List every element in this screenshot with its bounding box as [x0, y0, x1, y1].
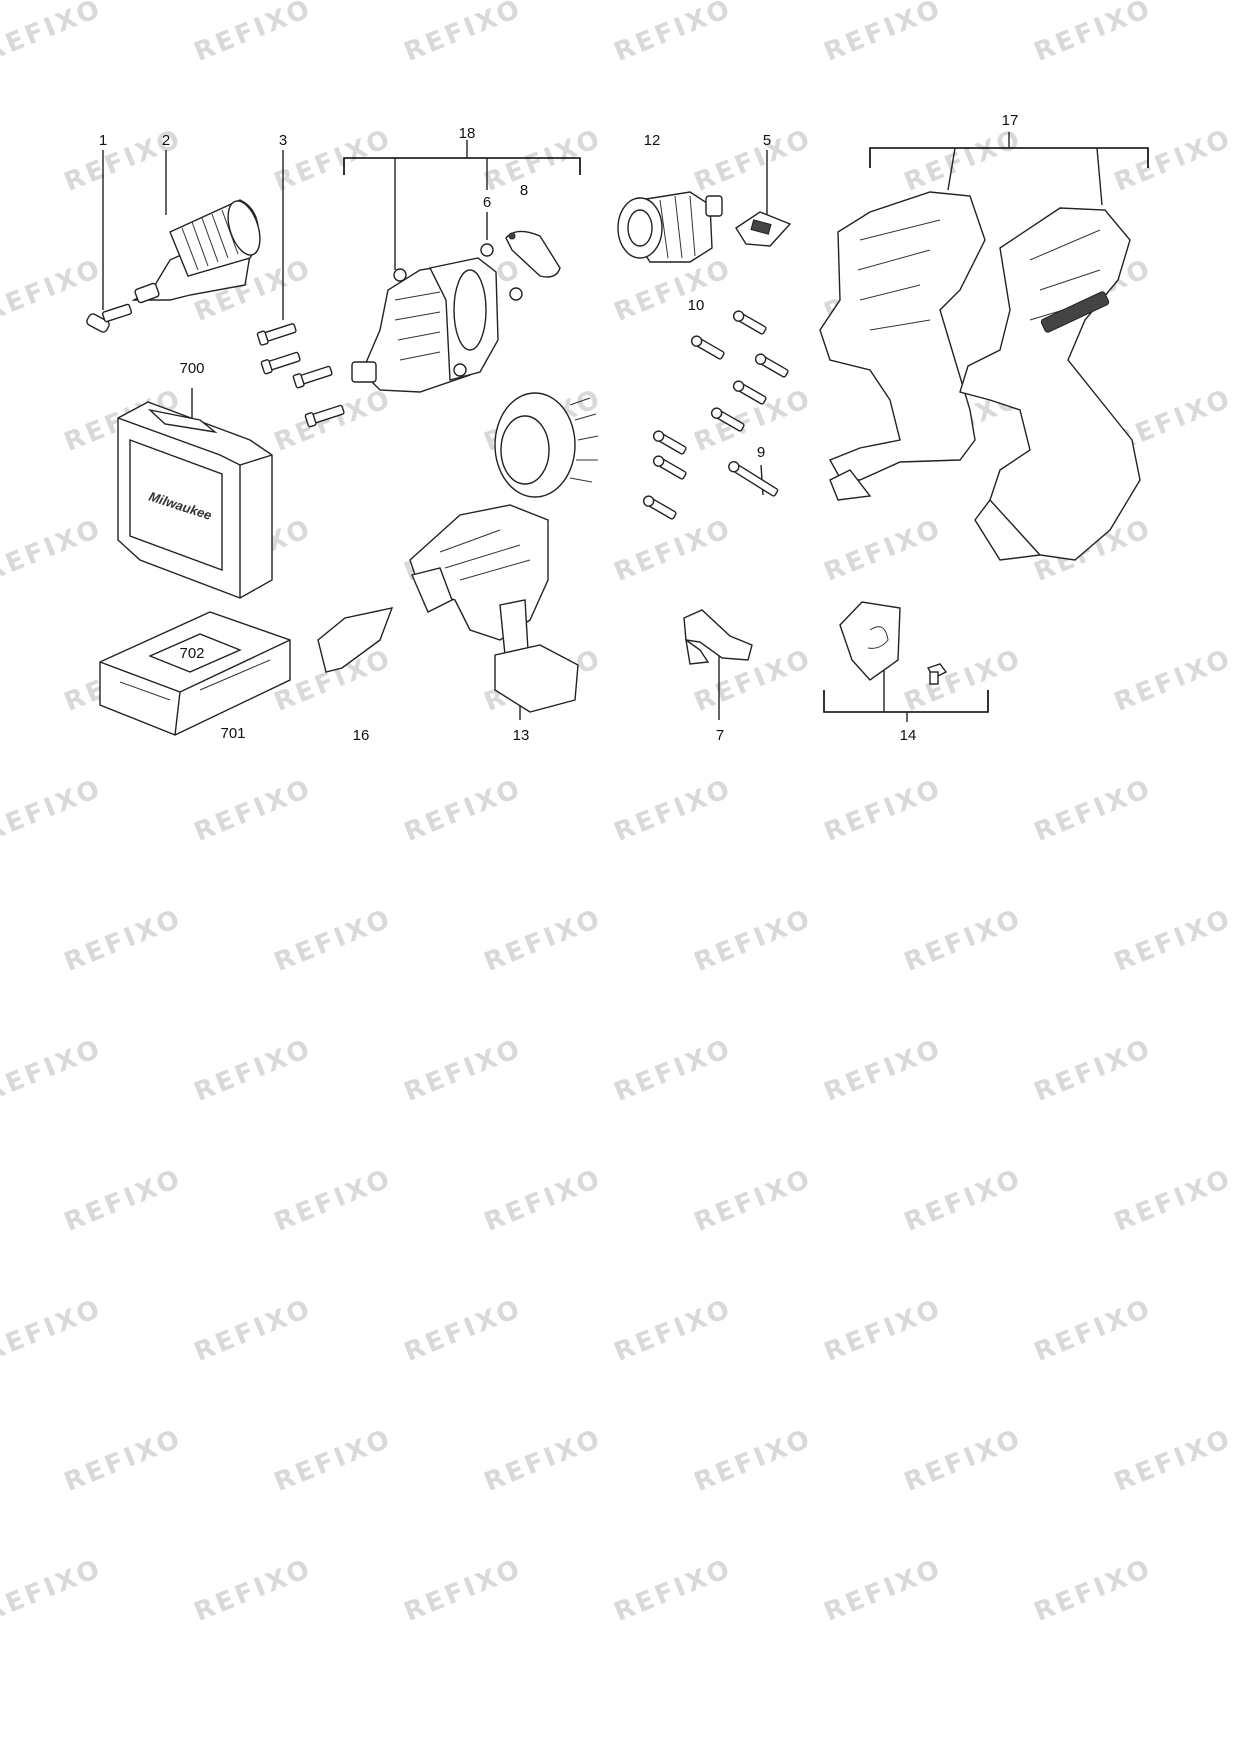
callout-14: 14 [899, 727, 917, 744]
part-8-clip [505, 230, 561, 278]
part-16-label [317, 607, 394, 673]
part-12-motor [617, 191, 723, 263]
part-14-belt-clip [839, 601, 948, 685]
part-9-long-screw [728, 461, 779, 497]
part-5-direction-switch [735, 211, 792, 247]
part-7-trigger [683, 609, 753, 665]
part-17-housing-set [819, 191, 1141, 561]
callout-3: 3 [278, 132, 288, 149]
callout-16: 16 [352, 727, 370, 744]
part-10-screws [642, 310, 789, 520]
part-13-electronics-assembly [409, 392, 599, 713]
callout-9: 9 [756, 444, 766, 461]
part-2-keyless-chuck [131, 199, 261, 304]
part-18-gearbox-assembly [351, 257, 499, 393]
part-700-carrying-case [117, 401, 273, 599]
callout-2: 2 [161, 132, 171, 149]
callout-1: 1 [98, 132, 108, 149]
callout-18: 18 [458, 125, 476, 142]
callout-17: 17 [1001, 112, 1019, 129]
part-3-screws [256, 323, 345, 428]
part-6-small-screw [480, 243, 523, 301]
part-1-chuck-screw [86, 303, 133, 333]
callout-702: 702 [179, 645, 205, 662]
part-701-case-insert [99, 611, 291, 736]
callout-12: 12 [643, 132, 661, 149]
callout-5: 5 [762, 132, 772, 149]
callout-701: 701 [220, 725, 246, 742]
callout-10: 10 [687, 297, 705, 314]
callout-6: 6 [482, 194, 492, 211]
callout-8: 8 [519, 182, 529, 199]
callout-13: 13 [512, 727, 530, 744]
callout-7: 7 [715, 727, 725, 744]
callout-700: 700 [179, 360, 205, 377]
